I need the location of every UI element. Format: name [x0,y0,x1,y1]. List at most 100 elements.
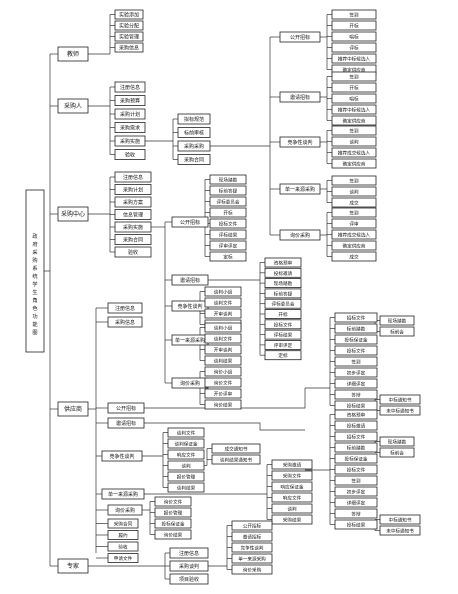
expert-method: 询价采购 [231,564,273,575]
purchaser-method: 竞争性谈判 [279,136,321,148]
node-label: 邀请招标 [180,277,200,284]
agency-method-item: 谈判小组 [204,322,242,333]
agency-method-item: 开审谈判 [204,344,242,355]
purchaser-method-item: 谈判 [331,186,377,197]
node-label: 采购谈判 [179,563,199,570]
node-label: 采购合同 [123,237,143,244]
node-label: 实验分配 [119,23,139,30]
node-label: 公开招标 [290,34,310,41]
node-label: 开标 [278,311,288,318]
node-label: 详细评定 [347,500,366,507]
node-label: 邀请招标 [290,94,310,101]
node-label: 评标委员会 [217,199,240,206]
purchaser-item: 验收 [114,149,146,160]
node-label: 成交 [349,254,359,261]
node-label: 申请文件 [114,555,133,562]
supplier-single-item: 响应文件 [271,492,313,503]
supplier-comp-item: 谈判结果 [167,482,205,493]
purchaser-item: 采购计划 [114,108,146,120]
supplier-invite-item: 初步评定 [334,486,378,497]
root-title-char: 学 [32,280,37,288]
supplier-open-item: 签到 [334,356,378,367]
node-label: 采购中心 [61,210,85,218]
supplier-invite-notice: 中标通知书 [379,514,421,525]
supplier-open-item: 招标文件 [334,312,378,323]
supplier-comp-item: 谈判保证金 [167,438,205,449]
node-label: 采购信息 [115,319,135,326]
agency-method-item: 评标结果 [209,229,247,240]
node-label: 采购实施 [123,224,143,231]
supplier-open-item: 答辩 [334,389,378,400]
supplier-comp-item: 响应文件 [167,449,205,460]
supplier-invite-sub: 标前会 [379,447,415,458]
node-label: 谈判保证金 [175,441,198,448]
node-label: 询价采购 [115,507,135,514]
supplier-invite-item: 投标结果 [334,519,378,530]
node-label: 报价管理 [177,474,196,481]
supplier-invite-item: 投标保证金 [334,453,378,464]
node-label: 定标 [278,352,288,359]
agency-method-item: 谈判小组 [204,286,242,297]
purchaser-method: 询价采购 [279,229,321,241]
node-label: 竞争性谈判 [109,453,134,460]
purchaser-method-item: 确定供应商 [331,115,377,126]
node-label: 验收 [125,152,135,159]
node-label: 采购预算 [120,98,140,105]
node-label: 投标结果 [347,522,366,529]
agency-method-item: 现场踏勘 [209,174,247,185]
expert-method: 公开招标 [231,520,273,531]
node-label: 采购方案 [123,199,143,206]
supplier-single-item: 采购邀请 [271,459,313,470]
node-label: 询价文件 [164,499,183,506]
node-label: 签到 [349,74,359,81]
purchaser-method: 公开招标 [279,31,321,43]
node-label: 中标通知书 [389,397,412,404]
root-title-char: 统 [32,272,37,280]
node-label: 初步评定 [347,370,366,377]
supplier-comp-item: 谈判 [167,460,205,471]
node-label: 投标邀请 [274,270,293,277]
supplier-inq-item: 投标保证金 [154,518,192,529]
node-label: 单一来源采购 [285,186,315,193]
supplier-top-item: 采购信息 [107,316,143,328]
supplier-invite-item: 投标文件 [334,464,378,475]
purchaser-method: 邀请招标 [279,91,321,103]
node-label: 标前审核 [184,130,204,137]
agency-method: 公开招标 [171,216,209,228]
supplier-open-notice: 中标通知书 [379,394,421,405]
supplier-comp-item: 谈判文件 [167,427,205,438]
node-label: 推荐中标候选人 [338,107,371,114]
branch-expert: 专家 [57,558,89,574]
purchaser-method-item: 开标 [331,20,377,31]
node-label: 报价管理 [164,510,183,517]
node-label: 谈判文件 [214,300,233,307]
teacher-item: 实验分配 [114,20,144,31]
supplier-open-item: 标前踏勘 [334,323,378,334]
node-label: 响应文件 [283,495,302,502]
supplier-inq-item: 询价结果 [154,529,192,540]
node-label: 投标文件 [219,221,238,228]
node-label: 开审谈判 [214,347,233,354]
purchaser-impl-step: 采购采购 [177,140,211,152]
purchaser-method-item: 成交 [331,197,377,208]
root-title-char: 府 [32,240,37,248]
purchaser-method-item: 签到 [331,175,377,186]
supplier-method: 询价采购 [107,504,143,516]
node-label: 确定供应商 [343,161,366,168]
supplier-single-item: 谈判 [271,503,313,514]
supplier-invite-item: 标前踏勘 [334,442,378,453]
node-label: 谈判结果通知书 [220,457,253,464]
node-label: 采购文件 [283,473,302,480]
agency-method-item: 开标 [264,309,302,319]
purchaser-method: 单一来源采购 [279,183,321,195]
node-label: 签到 [349,128,359,135]
node-label: 竞争性谈判 [241,545,264,552]
node-label: 谈判结果 [177,485,196,492]
supplier-invite-sub: 现场踏勘 [379,436,415,447]
node-label: 标前踏勘 [347,326,366,333]
agency-item: 验收 [114,246,152,258]
node-label: 唱标 [349,34,359,41]
node-label: 资格预审 [347,412,366,419]
